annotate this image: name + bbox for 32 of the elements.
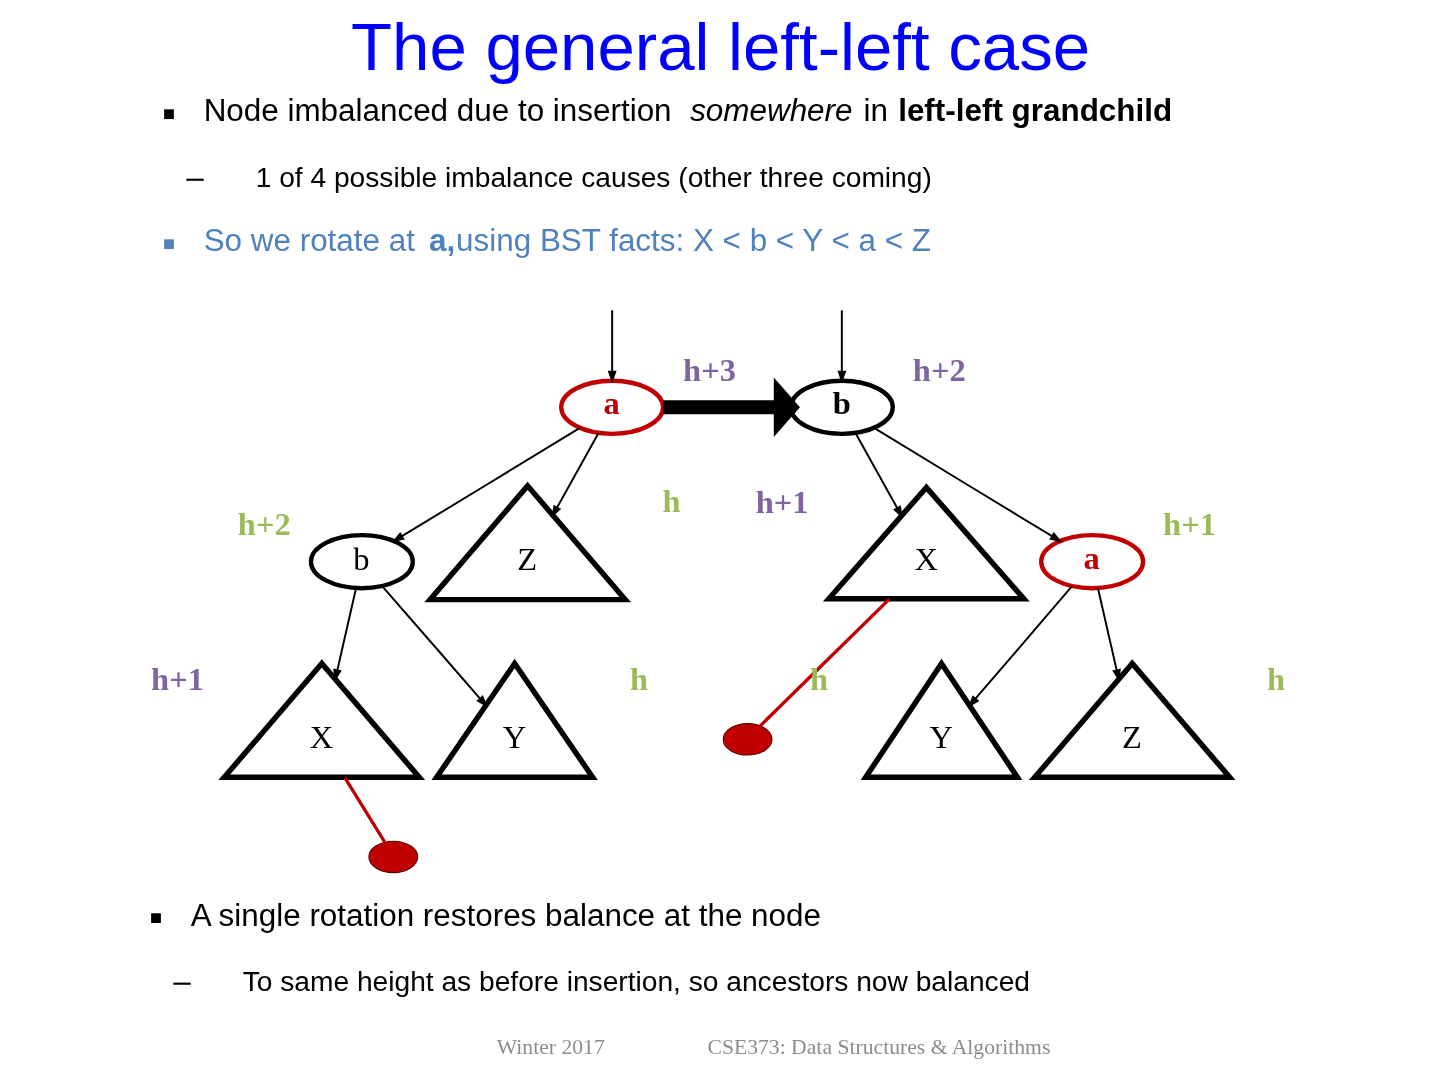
node-label: h+2	[237, 506, 291, 543]
connector	[758, 597, 890, 727]
arrow	[550, 432, 599, 518]
arrow	[854, 432, 903, 519]
arrow	[607, 309, 617, 384]
label: Winter 2017	[496, 1034, 605, 1059]
node-label: h+2	[912, 351, 966, 388]
arrow	[380, 585, 488, 708]
node-circle	[722, 723, 772, 756]
node-label: h+1	[755, 484, 809, 521]
node-circle	[367, 840, 418, 874]
node-label: h+1	[150, 660, 204, 697]
arrow	[836, 309, 846, 384]
label: Node imbalanced due to insertion somewhere in left-left grandchild	[203, 92, 1172, 128]
connector	[342, 776, 386, 843]
node-ellipse: a	[558, 378, 665, 436]
node-label: h	[1266, 660, 1285, 697]
node-label: h	[629, 660, 648, 697]
label: So we rotate at a,using BST facts: X < b < Y < a < Z	[203, 222, 931, 258]
label: To same height as before insertion, so ancestors now balanced	[242, 964, 1030, 997]
node-label: h+3	[682, 351, 736, 388]
arrow	[391, 426, 581, 543]
node-label: h+1	[1162, 506, 1216, 543]
label: 1 of 4 possible imbalance causes (other three coming)	[255, 160, 932, 193]
node-label: h	[809, 660, 828, 697]
label: A single rotation restores balance at the node	[190, 897, 821, 933]
arrow	[662, 377, 800, 438]
node-label: h	[662, 482, 681, 519]
label: CSE373: Data Structures & Algorithms	[707, 1034, 1050, 1059]
arrow	[872, 426, 1062, 543]
arrow	[967, 585, 1073, 708]
diagram-title: The general left-left case	[350, 9, 1090, 85]
